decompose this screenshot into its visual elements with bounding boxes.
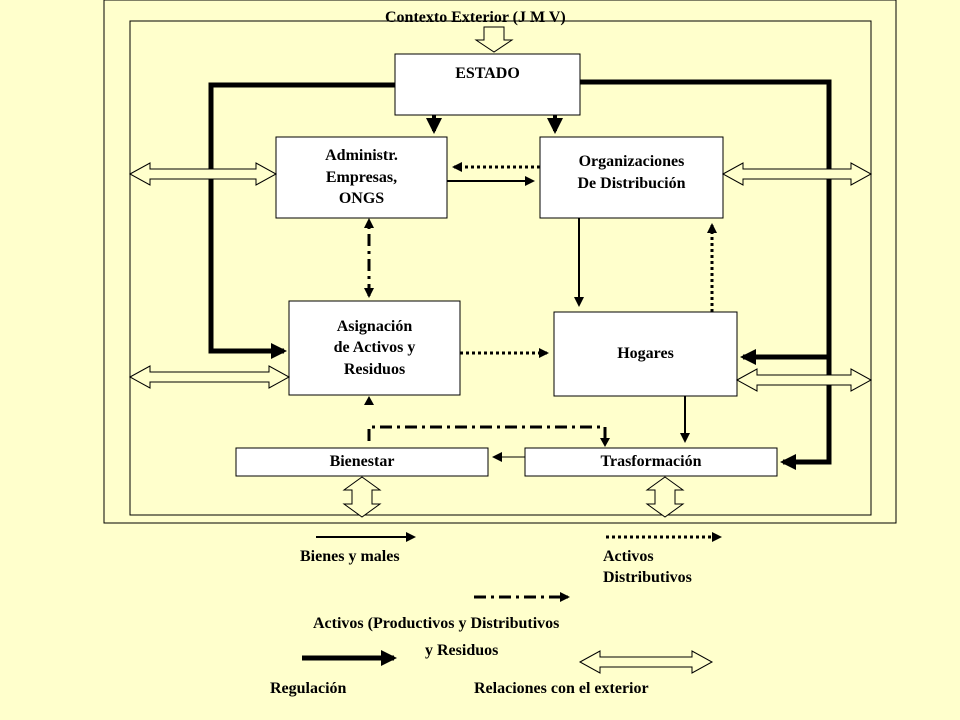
administr-line-1: Administr. [325,147,398,165]
hogares-label: Hogares [554,312,737,396]
asignacion-box [288,300,461,396]
bienestar-label: Bienestar [236,448,488,476]
assets-arrow-bienestar-trasf [367,425,607,441]
assets-arrowhead-up-asig [364,396,374,405]
legend-regulation-label: Regulación [270,680,347,697]
administr-box [275,136,448,219]
bienestar-text: Bienestar [329,453,395,471]
context-title: Contexto Exterior (J M V) [385,9,566,26]
administr-line-3: ONGS [338,190,385,208]
regulation-arrow-estado-asignacion [208,82,395,359]
exterior-relation-trasformacion [645,476,685,518]
administr-line-2: Empresas, [325,168,398,186]
assets-arrowhead-up-admin [364,218,374,228]
exterior-relation-right-bottom [735,368,873,392]
estado-box [394,53,581,116]
asignacion-line-1: Asignación [336,317,413,335]
organizaciones-label: Organizaciones De Distribución [540,137,723,209]
organizaciones-line-1: Organizaciones [578,153,685,171]
organizaciones-box [539,136,724,219]
exterior-relation-left-bottom [128,365,291,389]
assets-arrowhead-down-asig [364,288,374,298]
legend-distributive-label: Activos Distributivos [603,547,692,589]
assets-arrowhead-down-trasf [600,438,610,447]
trasformacion-box [524,447,778,477]
legend-distributive-line-2: Distributivos [603,568,692,586]
legend-exterior-label: Relaciones con el exterior [474,680,649,697]
legend-assets-label-1: Activos (Productivos y Distributivos [313,615,560,632]
asignacion-line-3: Residuos [343,360,406,378]
hogares-text: Hogares [617,345,674,363]
estado-text: ESTADO [455,65,520,83]
legend-goods-label: Bienes y males [300,548,400,565]
legend-assets-label-2: y Residuos [425,642,499,659]
exterior-relation-right-top [721,162,873,186]
regulation-arrow-estado-trasformacion [580,79,832,470]
exterior-relation-bienestar [342,476,382,518]
context-input-arrow [474,26,514,53]
organizaciones-line-2: De Distribución [577,175,686,192]
administr-label: Administr. Empresas, ONGS [276,137,447,218]
estado-label: ESTADO [395,54,580,94]
trasformacion-text: Trasformación [600,453,702,471]
exterior-relation-left-top [128,162,278,186]
legend-distributive-line-1: Activos [603,548,654,565]
legend-exterior-symbol [578,650,714,674]
hogares-box [553,311,738,397]
bienestar-box [235,447,489,477]
asignacion-line-2: de Activos y [333,339,416,357]
asignacion-label: Asignación de Activos y Residuos [289,301,460,395]
trasformacion-label: Trasformación [525,448,777,476]
